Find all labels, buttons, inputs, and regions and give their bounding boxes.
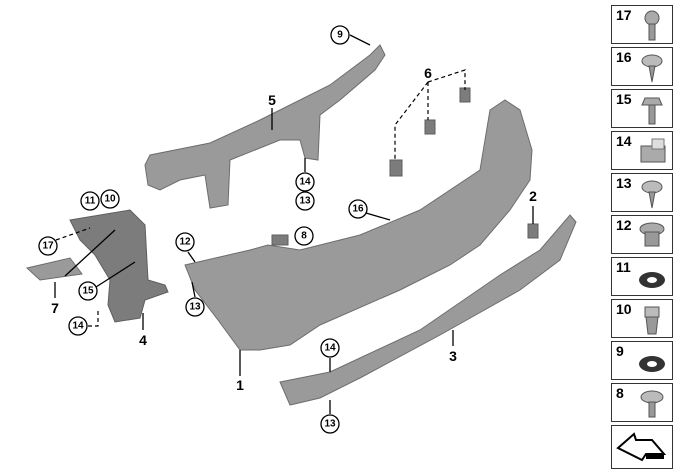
square-nut-icon: [644, 306, 660, 335]
svg-text:9: 9: [337, 30, 343, 41]
rear-diffuser-3[interactable]: [279, 214, 577, 406]
legend-number: 12: [616, 217, 632, 233]
legend-item-8[interactable]: 8: [611, 383, 673, 422]
label-7: 7: [51, 300, 59, 316]
callout: 12: [175, 232, 195, 252]
callout: 15: [78, 281, 98, 301]
svg-text:16: 16: [352, 204, 364, 215]
callout: 17: [38, 236, 58, 256]
clip-nut-icon: [640, 138, 666, 163]
callout: 9: [330, 25, 350, 45]
callout: 14: [295, 172, 315, 192]
callout: 13: [320, 414, 340, 434]
svg-text:8: 8: [301, 231, 307, 242]
part-2[interactable]: [527, 223, 539, 239]
legend-item-12[interactable]: 12: [611, 215, 673, 254]
legend-number: 13: [616, 175, 632, 191]
callout: 16: [348, 199, 368, 219]
svg-text:13: 13: [299, 196, 311, 207]
callout: 14: [320, 338, 340, 358]
legend-item-10[interactable]: 10: [611, 299, 673, 338]
svg-text:10: 10: [104, 194, 116, 205]
legend-number: 16: [616, 49, 632, 65]
bracket-6a[interactable]: [389, 159, 403, 177]
arrow-symbol-icon: [616, 432, 667, 462]
trim-7[interactable]: [25, 257, 83, 281]
hex-bolt-icon: [641, 97, 663, 125]
rear-bumper-trim-1[interactable]: [184, 99, 533, 351]
legend-number: 10: [616, 301, 632, 317]
legend-number: 8: [616, 385, 624, 401]
washer-icon: [639, 272, 665, 288]
label-5: 5: [268, 92, 276, 108]
callout: 13: [185, 297, 205, 317]
part-8[interactable]: [271, 234, 289, 246]
legend-number: 15: [616, 91, 632, 107]
label-1: 1: [236, 377, 244, 393]
label-2: 2: [529, 188, 537, 204]
svg-text:14: 14: [324, 343, 336, 354]
legend-item-13[interactable]: 13: [611, 173, 673, 212]
svg-text:13: 13: [324, 419, 336, 430]
legend-item-15[interactable]: 15: [611, 89, 673, 128]
legend-number: 11: [616, 259, 631, 275]
label-6: 6: [424, 65, 432, 81]
label-3: 3: [449, 348, 457, 364]
callout: 8: [294, 226, 314, 246]
callout: 10: [100, 189, 120, 209]
fastener-legend: 17 16 15 14 13 12 11 10 9 8: [611, 5, 673, 472]
expanding-nut-icon: [639, 222, 665, 247]
svg-text:17: 17: [42, 241, 54, 252]
svg-text:15: 15: [82, 286, 94, 297]
washer-icon: [639, 356, 665, 372]
legend-number: 17: [616, 7, 632, 23]
legend-item-17[interactable]: 17: [611, 5, 673, 44]
svg-text:11: 11: [85, 196, 96, 207]
parts-diagram: 1 2 3 4 5 6 7 9 14 13 16 8 12 13 11 10 1…: [25, 25, 577, 434]
pan-head-screw-icon: [641, 180, 663, 209]
label-4: 4: [139, 332, 147, 348]
side-bracket-4[interactable]: [69, 209, 169, 323]
svg-text:14: 14: [72, 321, 84, 332]
legend-number: 14: [616, 133, 632, 149]
svg-text:12: 12: [179, 237, 191, 248]
legend-footer: [611, 425, 673, 469]
screw-icon: [640, 390, 664, 418]
legend-item-11[interactable]: 11: [611, 257, 673, 296]
callout: 14: [68, 316, 88, 336]
flange-bolt-icon: [644, 10, 660, 41]
svg-text:13: 13: [189, 302, 201, 313]
legend-item-9[interactable]: 9: [611, 341, 673, 380]
bracket-6c[interactable]: [459, 87, 471, 103]
bracket-6b[interactable]: [424, 119, 436, 135]
pan-head-screw-icon: [641, 54, 663, 83]
callout: 11: [80, 191, 100, 211]
legend-item-14[interactable]: 14: [611, 131, 673, 170]
bumper-carrier-5[interactable]: [144, 44, 386, 209]
callout: 13: [295, 191, 315, 211]
svg-text:14: 14: [299, 177, 311, 188]
legend-number: 9: [616, 343, 624, 359]
legend-item-16[interactable]: 16: [611, 47, 673, 86]
